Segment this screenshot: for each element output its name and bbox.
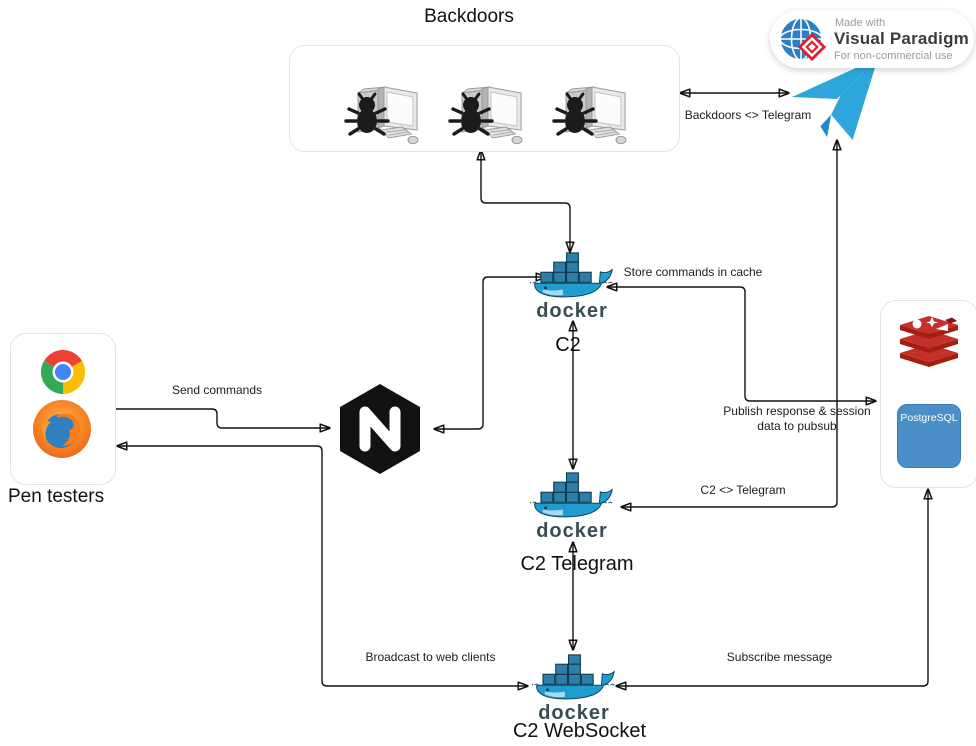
- backdoors-title: Backdoors: [424, 6, 514, 27]
- edge-nginx-c2: [435, 277, 545, 429]
- datastore-box: PostgreSQL: [880, 300, 976, 488]
- edge-telegram-c2telegram: [622, 141, 837, 507]
- edge-label-send-commands: Send commands: [171, 383, 263, 397]
- visual-paradigm-watermark[interactable]: Made with Visual Paradigm For non-commer…: [770, 10, 974, 68]
- vp-brand: Visual Paradigm: [834, 29, 969, 48]
- telegram-icon: [792, 57, 878, 140]
- vp-made-with: Made with: [835, 17, 886, 29]
- c2-telegram-node: docker: [526, 472, 614, 543]
- c2-node: docker: [526, 252, 614, 323]
- edge-broadcast-pentesters: [118, 446, 527, 686]
- docker-wordmark: docker: [538, 702, 610, 724]
- edge-label-c2-telegram: C2 <> Telegram: [700, 483, 786, 497]
- docker-wordmark: docker: [536, 520, 608, 542]
- edge-send-commands: [114, 408, 329, 428]
- postgresql-label: PostgreSQL: [900, 412, 957, 424]
- edge-c2-datastore: [608, 287, 875, 401]
- edge-backdoors-c2: [481, 151, 570, 251]
- c2-label: C2: [555, 334, 581, 356]
- c2-websocket-label: C2 WebSocket: [512, 720, 647, 742]
- nginx-icon: [340, 384, 420, 474]
- edge-datastore-c2websocket: [617, 490, 928, 686]
- docker-icon: [526, 252, 613, 298]
- hacked-computer-icon: [343, 86, 418, 145]
- c2-telegram-label: C2 Telegram: [520, 553, 634, 575]
- firefox-icon: [33, 400, 91, 458]
- edge-label-broadcast: Broadcast to web clients: [365, 650, 496, 664]
- c2-websocket-node: docker: [528, 654, 616, 725]
- docker-icon: [528, 654, 615, 700]
- edge-label-subscribe: Subscribe message: [726, 650, 833, 664]
- chrome-icon: [41, 350, 85, 394]
- pen-testers-label: Pen testers: [8, 486, 105, 507]
- redis-icon: [900, 316, 958, 367]
- vp-license: For non-commercial use: [834, 50, 953, 62]
- vp-diamond-icon: [797, 32, 827, 62]
- hacked-computer-icon: [551, 86, 626, 145]
- edge-label-publish-pubsub: Publish response & session data to pubsu…: [723, 404, 871, 433]
- backdoors-box: [289, 45, 680, 152]
- hacked-computer-icon: [447, 86, 522, 145]
- docker-wordmark: docker: [536, 300, 608, 322]
- docker-icon: [526, 472, 613, 518]
- pen-testers-box: [10, 333, 116, 485]
- edge-label-store-commands: Store commands in cache: [623, 265, 763, 279]
- postgresql-icon: PostgreSQL: [897, 404, 961, 468]
- edge-label-backdoors-telegram: Backdoors <> Telegram: [684, 108, 812, 122]
